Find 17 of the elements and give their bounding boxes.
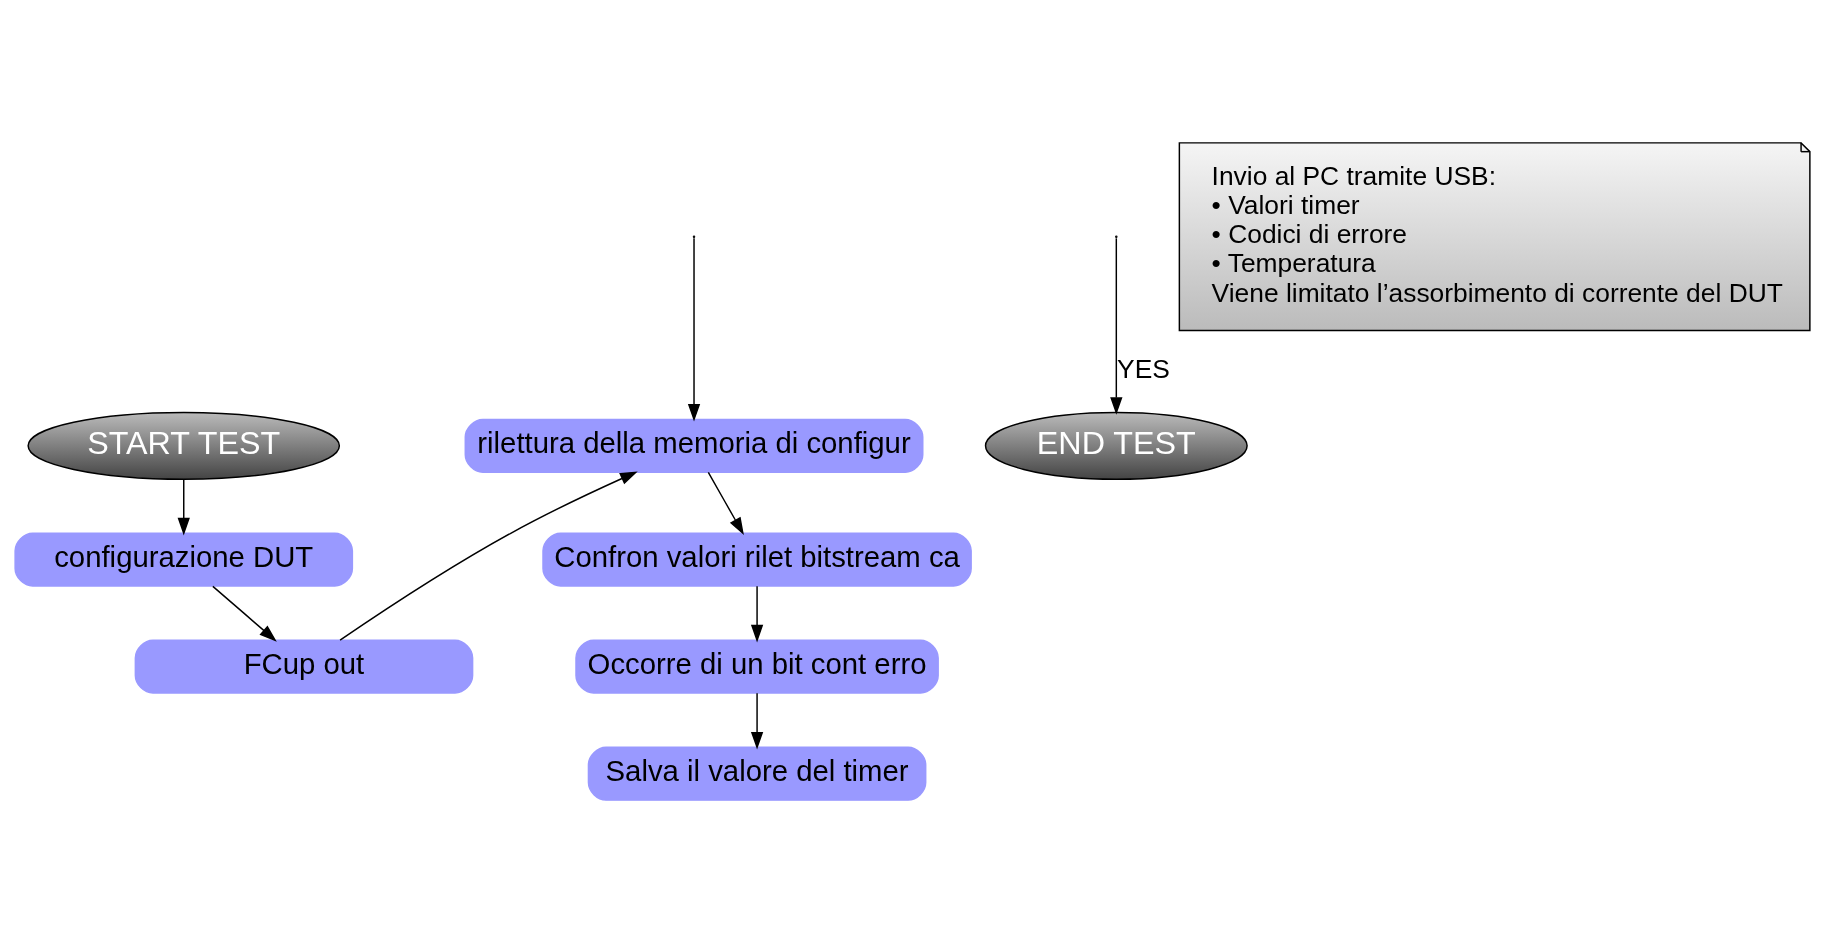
node-box: configurazione DUT <box>14 532 354 587</box>
node-box: FCup out <box>134 639 474 694</box>
arrow <box>707 471 744 536</box>
arrow <box>177 478 190 536</box>
node-box: Salva il valore del timer <box>587 746 927 801</box>
node-ellipse: END TEST <box>984 411 1248 480</box>
arrow <box>1110 237 1123 415</box>
edge-label: YES <box>1117 354 1170 385</box>
node-box: Confron valori rilet bitstream ca <box>542 532 972 587</box>
arrow <box>339 471 638 641</box>
arrow <box>687 237 701 422</box>
arrow <box>212 585 277 642</box>
arrow <box>750 692 764 750</box>
node-box: Occorre di un bit cont erro <box>575 639 939 694</box>
arrow <box>750 585 764 643</box>
node-box: rilettura della memoria di configur <box>464 418 924 473</box>
node-ellipse: START TEST <box>27 411 341 480</box>
